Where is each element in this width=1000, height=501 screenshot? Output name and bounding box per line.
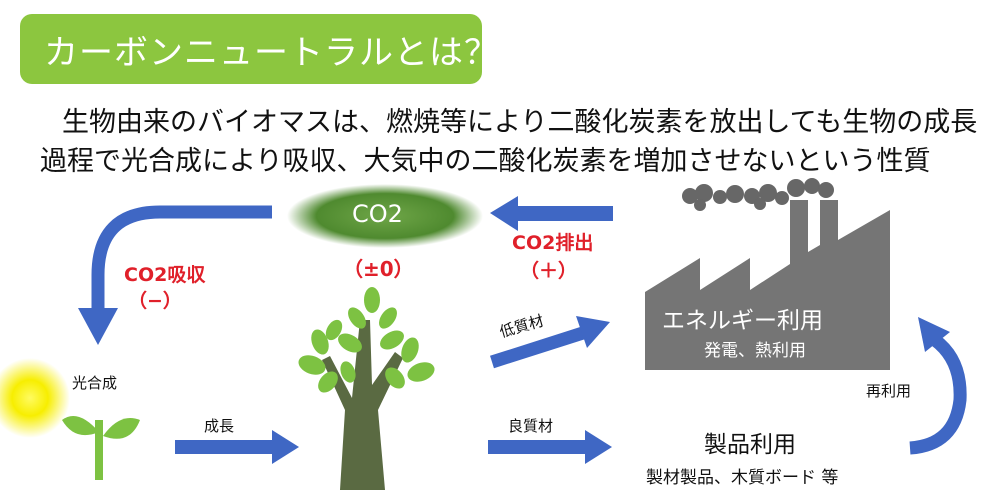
factory-icon [645, 178, 890, 370]
good-quality-arrow [488, 430, 612, 464]
emission-sign: （＋） [520, 260, 578, 282]
co2-cloud-label: CO2 [352, 200, 403, 228]
absorption-label: CO2吸収 [124, 264, 206, 286]
sprout-icon [62, 416, 140, 480]
smoke-icon [682, 178, 834, 211]
product-use-title: 製品利用 [704, 432, 796, 458]
product-use-subtitle: 製材製品、木質ボード 等 [646, 468, 839, 488]
absorption-sign: （−） [128, 290, 182, 312]
description-line-1: 生物由来のバイオマスは、燃焼等により二酸化炭素を放出しても生物の成長 [62, 107, 978, 138]
reuse-arrow [909, 317, 967, 455]
co2-balance: （±0） [343, 257, 414, 281]
description-line-2: 過程で光合成により吸収、大気中の二酸化炭素を増加させないという性質 [40, 146, 931, 177]
low-quality-arrow [490, 316, 610, 369]
emission-label: CO2排出 [512, 232, 594, 254]
emission-arrow [490, 196, 613, 231]
co2-cloud [287, 184, 483, 248]
tree-icon [298, 287, 435, 490]
absorption-arrow [78, 205, 272, 345]
growth-arrow [175, 430, 299, 464]
energy-use-title: エネルギー利用 [662, 308, 823, 334]
reuse-label: 再利用 [866, 382, 912, 400]
photosynthesis-label: 光合成 [72, 374, 118, 392]
page-title: カーボンニュートラルとは？ [44, 33, 499, 73]
sun-icon [0, 358, 70, 438]
growth-label: 成長 [204, 417, 235, 435]
good-quality-label: 良質材 [508, 417, 554, 435]
title-banner [20, 14, 482, 84]
energy-use-subtitle: 発電、熱利用 [704, 341, 806, 361]
